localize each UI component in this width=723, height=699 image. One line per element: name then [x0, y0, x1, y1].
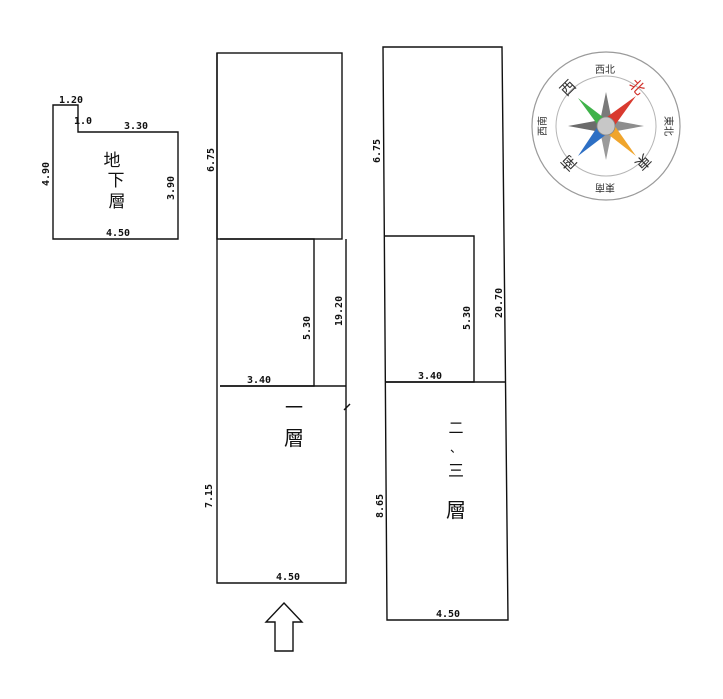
basement-dim-top: 3.30 [124, 121, 148, 132]
floor23-plan: 6.75 5.30 3.40 20.70 8.65 4.50 二 、 三 層 [372, 46, 509, 621]
compass-rose: 西北 北 東北 東 東南 南 西南 西 [531, 51, 681, 201]
compass-label-se: 東南 [595, 181, 615, 194]
basement-dim-right: 3.90 [166, 176, 177, 200]
floor23-dim-inner-h: 5.30 [462, 306, 473, 330]
basement-outline [52, 104, 179, 240]
floor23-label-char-1: 二 [448, 419, 463, 437]
floor1-dim-inner-w: 3.40 [247, 375, 271, 386]
floor1-tick [343, 403, 351, 411]
floor1-dim-front: 6.75 [206, 148, 217, 172]
floor23-dim-front: 6.75 [372, 139, 383, 163]
floor1-label-char-1: 一 [285, 398, 303, 419]
compass-label-ne: 東北 [662, 116, 675, 136]
compass-label-nw: 西北 [595, 64, 615, 76]
floor23-inner-room [385, 235, 475, 383]
basement-dim-notch-h: 1.0 [74, 116, 92, 127]
compass-label-sw: 西南 [536, 116, 549, 136]
floor23-label-char-3: 三 [448, 461, 464, 480]
floor23-dim-bottom: 4.50 [436, 609, 460, 620]
floor23-dim-inner-w: 3.40 [418, 371, 442, 382]
floor1-dim-rear: 7.15 [204, 484, 215, 508]
floor23-label-char-4: 層 [446, 498, 466, 522]
floor1-dim-inner-h: 5.30 [302, 316, 313, 340]
floor23-outline [382, 46, 509, 621]
floor1-dim-bottom: 4.50 [276, 572, 300, 583]
basement-label-char-1: 地 [104, 151, 121, 171]
basement-dim-left: 4.90 [41, 162, 52, 186]
compass-center [596, 116, 616, 136]
floor23-dim-rear: 8.65 [375, 494, 386, 518]
floor23-dim-total: 20.70 [494, 288, 505, 318]
basement-label-char-2: 下 [108, 171, 125, 191]
floor1-front-section [216, 52, 343, 240]
basement-dim-notch-w: 1.20 [59, 95, 83, 106]
basement-label-char-3: 層 [109, 192, 126, 212]
floor23-label-char-2: 、 [450, 441, 462, 455]
floor1-inner-room [220, 238, 315, 387]
floor1-plan: 6.75 5.30 3.40 19.20 7.15 4.50 一 層 [204, 52, 351, 584]
basement-plan: 1.20 1.0 3.30 4.90 3.90 4.50 地 下 層 [41, 95, 179, 240]
basement-dim-bottom: 4.50 [106, 228, 130, 239]
floor1-label-char-2: 層 [284, 426, 304, 450]
up-arrow-icon [264, 601, 304, 652]
floor1-dim-total: 19.20 [334, 296, 345, 326]
floor1-outline [216, 53, 347, 584]
